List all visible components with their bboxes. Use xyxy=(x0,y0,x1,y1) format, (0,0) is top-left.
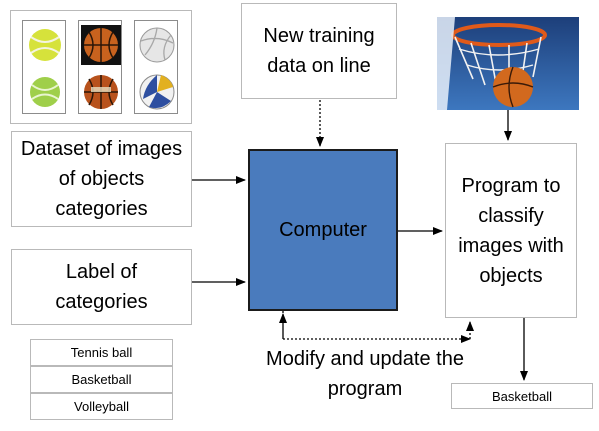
category-label: Basketball xyxy=(71,372,132,387)
label-of-categories-box: Label of categories xyxy=(11,249,192,325)
dataset-box: Dataset of images of objects categories xyxy=(11,131,192,227)
category-item-volleyball: Volleyball xyxy=(30,393,173,420)
label-of-categories-label: Label of categories xyxy=(55,261,148,313)
new-training-data-label: New training data on line xyxy=(263,25,375,77)
tennis-ball-icon xyxy=(29,29,61,107)
output-box: Basketball xyxy=(451,383,593,409)
program-label: Program to classify images with objects xyxy=(458,174,564,287)
basketball-hoop-photo xyxy=(437,17,579,110)
computer-box: Computer xyxy=(248,149,398,311)
volleyball-icon xyxy=(139,27,175,110)
new-training-data-box: New training data on line xyxy=(241,3,397,99)
ball-column-2 xyxy=(78,20,122,114)
modify-update-note: Modify and update the program xyxy=(266,344,464,404)
category-label: Tennis ball xyxy=(70,345,133,360)
dataset-label: Dataset of images of objects categories xyxy=(20,138,183,220)
ball-column-1 xyxy=(22,20,66,114)
category-label: Volleyball xyxy=(74,399,129,414)
basketball-icon xyxy=(81,25,121,109)
computer-label: Computer xyxy=(279,219,367,241)
category-item-tennis-ball: Tennis ball xyxy=(30,339,173,366)
program-box: Program to classify images with objects xyxy=(445,143,577,318)
output-label: Basketball xyxy=(492,388,552,404)
ball-column-3 xyxy=(134,20,178,114)
category-item-basketball: Basketball xyxy=(30,366,173,393)
modify-update-label: Modify and update the program xyxy=(266,348,464,400)
